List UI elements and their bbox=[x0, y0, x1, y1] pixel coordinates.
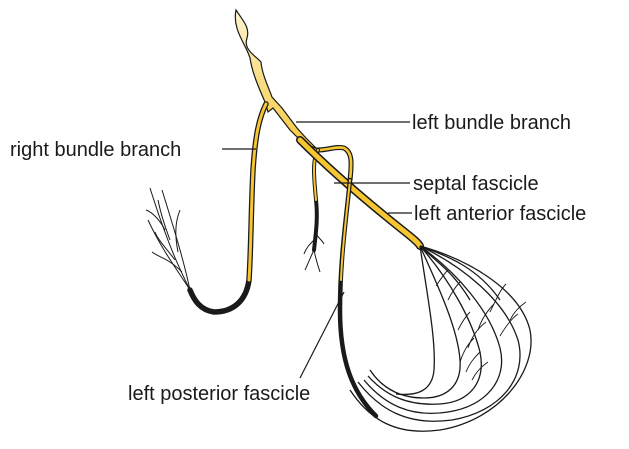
right-bundle-branch bbox=[190, 104, 266, 312]
right-bundle-terminal-fibres bbox=[146, 188, 190, 290]
his-bundle bbox=[235, 10, 320, 160]
leader-left-posterior-fascicle bbox=[300, 292, 344, 378]
label-left-posterior-fascicle: left posterior fascicle bbox=[128, 384, 310, 404]
label-left-anterior-fascicle: left anterior fascicle bbox=[414, 204, 586, 224]
label-septal-fascicle: septal fascicle bbox=[413, 174, 539, 194]
purkinje-loops bbox=[350, 246, 531, 431]
label-left-bundle-branch: left bundle branch bbox=[412, 113, 571, 133]
label-right-bundle-branch: right bundle branch bbox=[10, 140, 181, 160]
